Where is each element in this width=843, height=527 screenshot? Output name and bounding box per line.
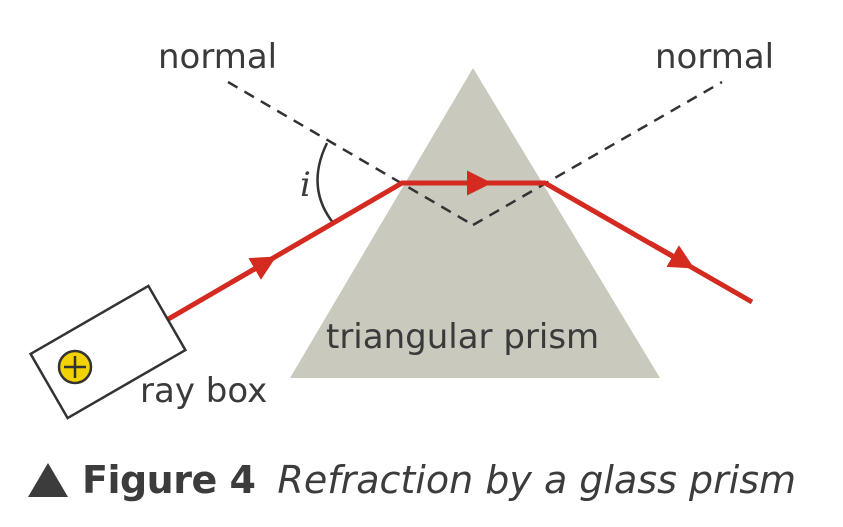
ray-direction-arrow-incident <box>230 256 277 285</box>
ray-box-label: ray box <box>140 371 267 411</box>
refraction-diagram: normal normal i triangular prism ray box <box>28 37 774 420</box>
normal-line-right <box>472 80 723 227</box>
figure-number: Figure 4 <box>82 458 256 502</box>
caption-text: Refraction by a glass prism <box>277 458 797 502</box>
figure-caption: Figure 4 Refraction by a glass prism <box>28 450 796 510</box>
angle-i-label: i <box>300 165 311 205</box>
prism-label: triangular prism <box>326 317 599 357</box>
ray-box <box>28 284 188 420</box>
normal-label-right: normal <box>655 37 774 77</box>
normal-label-left: normal <box>158 37 277 77</box>
bulb-icon <box>57 349 93 385</box>
ray-direction-arrow-emergent <box>648 240 695 269</box>
angle-of-incidence-arc <box>316 142 335 225</box>
triangle-icon <box>28 463 68 497</box>
normal-line-left <box>227 80 474 227</box>
